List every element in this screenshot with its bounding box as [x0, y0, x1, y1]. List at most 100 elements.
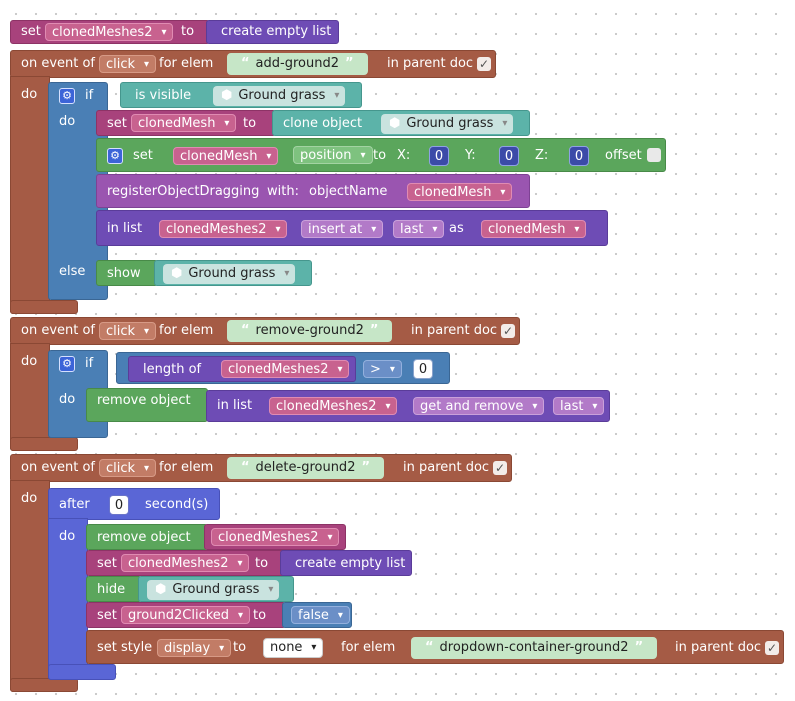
variable-dropdown[interactable]: clonedMeshes2: [45, 23, 174, 42]
boolean-block[interactable]: false: [282, 602, 352, 628]
list-mode-dropdown[interactable]: insert at: [301, 220, 384, 239]
keyword-for-elem: for elem: [341, 640, 396, 655]
x-value-input[interactable]: 0: [429, 146, 449, 166]
list-insert-block[interactable]: in list clonedMeshes2 insert at last as …: [96, 210, 608, 246]
y-value-input[interactable]: 0: [499, 146, 519, 166]
list-position-dropdown[interactable]: last: [393, 220, 445, 239]
set-variable-block[interactable]: set clonedMeshes2 to: [86, 550, 286, 576]
delay-value-input[interactable]: 0: [109, 495, 129, 515]
object-name: Ground grass: [172, 582, 260, 597]
length-of-block[interactable]: length of clonedMeshes2: [128, 356, 356, 382]
compare-operator-dropdown[interactable]: >: [363, 360, 402, 379]
keyword-else: else: [59, 264, 86, 279]
keyword-with: with:: [267, 184, 299, 199]
element-id-text: dropdown-container-ground2: [439, 640, 629, 655]
event-block-delete-ground2[interactable]: on event of click for elem “delete-groun…: [10, 454, 512, 482]
compare-value-input[interactable]: 0: [413, 359, 433, 379]
list-variable-dropdown[interactable]: clonedMeshes2: [211, 528, 340, 547]
list-mode-dropdown[interactable]: get and remove: [413, 397, 545, 416]
keyword-after: after: [59, 497, 90, 512]
list-variable-dropdown[interactable]: clonedMeshes2: [221, 360, 350, 379]
event-block-remove-ground2-footer: [10, 437, 78, 451]
set-style-block[interactable]: set style display to none for elem “drop…: [86, 630, 784, 664]
offset-checkbox[interactable]: [647, 148, 661, 162]
mesh-variable-dropdown[interactable]: clonedMesh: [481, 220, 587, 239]
style-property-dropdown[interactable]: display: [157, 639, 232, 658]
remove-object-block[interactable]: remove object: [86, 524, 208, 550]
variable-dropdown[interactable]: clonedMesh: [131, 114, 237, 133]
object-dropdown[interactable]: ⬢Ground grass: [147, 580, 280, 600]
keyword-seconds: second(s): [145, 497, 209, 512]
in-parent-doc-checkbox[interactable]: ✓: [493, 461, 507, 475]
in-parent-doc-checkbox[interactable]: ✓: [765, 641, 779, 655]
object-value-block[interactable]: ⬢Ground grass: [138, 576, 294, 602]
register-dragging-block[interactable]: registerObjectDragging with: objectName …: [96, 174, 530, 208]
variable-dropdown[interactable]: clonedMeshes2: [121, 554, 250, 573]
boolean-dropdown[interactable]: false: [291, 606, 350, 625]
event-type-dropdown[interactable]: click: [99, 55, 157, 74]
create-empty-list-block[interactable]: create empty list: [280, 550, 412, 576]
event-type-dropdown[interactable]: click: [99, 322, 157, 341]
keyword-do: do: [21, 491, 38, 506]
mesh-variable-dropdown[interactable]: clonedMesh: [173, 147, 279, 166]
keyword-to: to: [373, 148, 387, 163]
keyword-do: do: [21, 87, 38, 102]
create-empty-list-block[interactable]: create empty list: [206, 20, 339, 44]
event-block-remove-ground2[interactable]: on event of click for elem “remove-groun…: [10, 317, 520, 345]
is-visible-block[interactable]: is visible ⬢Ground grass: [120, 82, 362, 108]
keyword-do: do: [59, 114, 76, 129]
event-block-add-ground2-body: do: [10, 76, 50, 314]
set-variable-block[interactable]: set clonedMeshes2 to: [10, 20, 210, 44]
after-seconds-block[interactable]: after 0 second(s): [48, 488, 220, 520]
object-dropdown[interactable]: ⬢Ground grass: [163, 264, 296, 284]
y-label: Y:: [465, 148, 476, 163]
gear-icon[interactable]: ⚙: [107, 148, 123, 164]
z-value-input[interactable]: 0: [569, 146, 589, 166]
keyword-set: set: [97, 556, 117, 571]
list-variable-dropdown[interactable]: clonedMeshes2: [269, 397, 398, 416]
element-id-text: remove-ground2: [255, 323, 364, 338]
keyword-show: show: [107, 266, 141, 281]
show-block[interactable]: show: [96, 260, 158, 286]
keyword-length-of: length of: [143, 362, 202, 377]
list-variable-block[interactable]: clonedMeshes2: [204, 524, 346, 550]
create-empty-list-label: create empty list: [221, 24, 332, 39]
variable-dropdown[interactable]: ground2Clicked: [121, 606, 251, 625]
event-block-add-ground2[interactable]: on event of click for elem “add-ground2”…: [10, 50, 496, 78]
keyword-hide: hide: [97, 582, 126, 597]
quote-open-icon: “: [425, 640, 434, 655]
event-type-dropdown[interactable]: click: [99, 459, 157, 478]
remove-object-block[interactable]: remove object: [86, 388, 208, 422]
style-value-dropdown[interactable]: none: [263, 638, 324, 658]
property-dropdown[interactable]: position: [293, 146, 373, 165]
keyword-for-elem: for elem: [159, 323, 214, 338]
element-id-text: add-ground2: [255, 56, 339, 71]
element-id-string[interactable]: “dropdown-container-ground2”: [411, 637, 658, 659]
hide-block[interactable]: hide: [86, 576, 142, 602]
in-parent-doc-checkbox[interactable]: ✓: [477, 57, 491, 71]
list-get-remove-block[interactable]: in list clonedMeshes2 get and remove las…: [206, 390, 610, 422]
mesh-variable-dropdown[interactable]: clonedMesh: [407, 183, 513, 202]
cube-icon: ⬢: [389, 116, 401, 131]
list-position-dropdown[interactable]: last: [553, 397, 605, 416]
gear-icon[interactable]: ⚙: [59, 356, 75, 372]
in-parent-doc-checkbox[interactable]: ✓: [501, 324, 515, 338]
event-block-add-ground2-footer: [10, 300, 78, 314]
gear-icon[interactable]: ⚙: [59, 88, 75, 104]
keyword-remove-object: remove object: [97, 530, 191, 545]
object-dropdown[interactable]: ⬢Ground grass: [213, 86, 346, 106]
set-flag-block[interactable]: set ground2Clicked to: [86, 602, 286, 628]
function-name: registerObjectDragging: [107, 184, 260, 199]
element-id-string[interactable]: “delete-ground2”: [227, 457, 385, 479]
element-id-string[interactable]: “add-ground2”: [227, 53, 368, 75]
set-cloned-mesh-block[interactable]: set clonedMesh to: [96, 110, 276, 136]
element-id-text: delete-ground2: [255, 460, 356, 475]
object-dropdown[interactable]: ⬢Ground grass: [381, 114, 514, 134]
object-name: Ground grass: [238, 88, 326, 103]
object-value-block[interactable]: ⬢Ground grass: [154, 260, 312, 286]
list-variable-dropdown[interactable]: clonedMeshes2: [159, 220, 288, 239]
set-position-block[interactable]: ⚙ set clonedMesh position to X: 0 Y: 0 Z…: [96, 138, 666, 172]
element-id-string[interactable]: “remove-ground2”: [227, 320, 393, 342]
keyword-to: to: [253, 608, 267, 623]
clone-object-block[interactable]: clone object ⬢Ground grass: [272, 110, 530, 136]
